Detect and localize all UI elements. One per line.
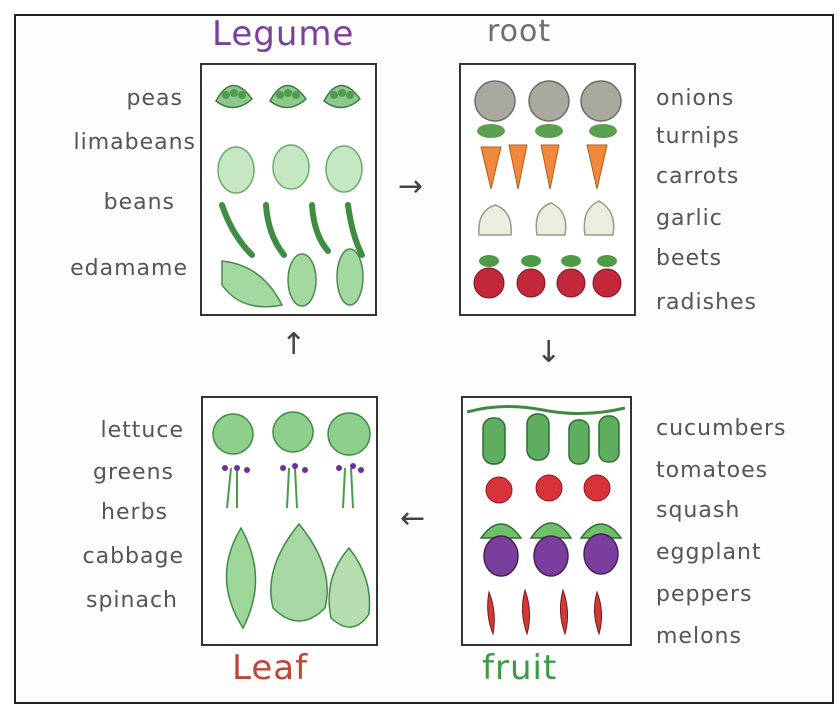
legume-label-limabeans: limabeans — [73, 130, 196, 155]
arrow-root-to-fruit: ↓ — [536, 338, 561, 368]
fruit-title: fruit — [482, 648, 557, 688]
fruit-box — [461, 396, 632, 646]
root-label-turnips: turnips — [656, 124, 740, 149]
pepper-icon — [488, 590, 602, 634]
root-illustration — [461, 65, 634, 314]
leaf-label-greens: greens — [93, 460, 174, 485]
beet-top-icon — [479, 255, 617, 267]
fruit-illustration — [463, 398, 630, 644]
root-box — [459, 63, 636, 316]
leaf-box — [201, 396, 378, 646]
vine-icon — [467, 406, 625, 413]
arrow-leaf-to-legume: ↑ — [281, 330, 306, 360]
root-title: root — [487, 14, 551, 49]
cucumber-icon — [483, 414, 619, 464]
leaf-label-herbs: herbs — [101, 500, 168, 525]
root-label-carrots: carrots — [656, 164, 739, 189]
fruit-label-squash: squash — [656, 498, 740, 523]
eggplant-icon — [484, 534, 618, 576]
root-label-radishes: radishes — [656, 290, 757, 315]
beet-icon — [474, 268, 621, 298]
legume-illustration — [202, 65, 375, 314]
herb-icon — [227, 468, 353, 508]
fruit-label-cucumbers: cucumbers — [656, 416, 787, 441]
arrow-legume-to-root: → — [398, 172, 423, 202]
carrot-icon — [481, 145, 607, 189]
legume-label-edamame: edamame — [70, 256, 188, 281]
legume-box — [200, 63, 377, 316]
herb-flower-icon — [222, 463, 364, 473]
lima-bean-icon — [218, 145, 362, 193]
root-label-garlic: garlic — [656, 206, 723, 231]
fruit-label-peppers: peppers — [656, 582, 752, 607]
leaf-label-spinach: spinach — [86, 588, 178, 613]
arrow-fruit-to-leaf: ← — [400, 504, 425, 534]
leaf-label-cabbage: cabbage — [83, 544, 185, 569]
spinach-icon — [226, 528, 255, 628]
root-label-beets: beets — [656, 246, 722, 271]
cabbage-leaf-icon — [271, 524, 370, 627]
leaf-title: Leaf — [232, 648, 308, 688]
fruit-label-melons: melons — [656, 624, 742, 649]
fruit-label-tomatoes: tomatoes — [656, 458, 768, 483]
garlic-icon — [479, 201, 614, 235]
fruit-label-eggplant: eggplant — [656, 540, 762, 565]
lettuce-icon — [213, 412, 370, 455]
legume-title: Legume — [212, 14, 354, 54]
turnip-top-icon — [477, 124, 617, 138]
legume-label-peas: peas — [127, 86, 183, 111]
peas-icon — [216, 85, 360, 107]
leaf-label-lettuce: lettuce — [101, 418, 184, 443]
green-bean-icon — [222, 205, 362, 255]
legume-label-beans: beans — [104, 190, 175, 215]
onion-icon — [475, 81, 621, 121]
tomato-icon — [486, 475, 610, 503]
root-label-onions: onions — [656, 86, 734, 111]
edamame-icon — [222, 249, 363, 307]
leaf-illustration — [203, 398, 376, 644]
